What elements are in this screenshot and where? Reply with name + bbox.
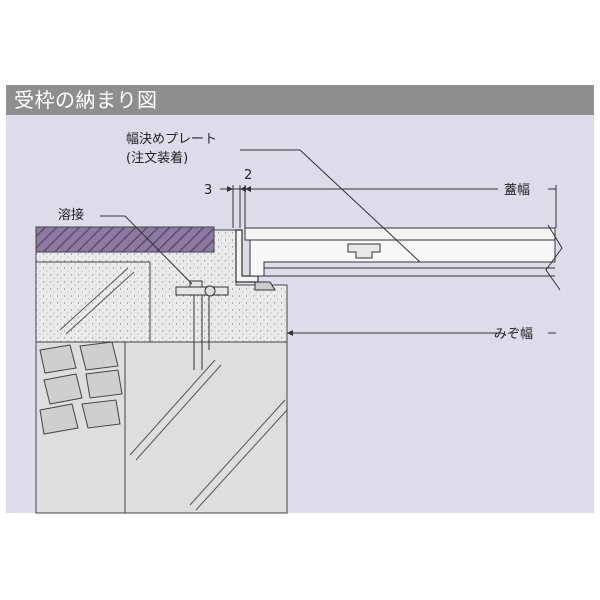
label-width-plate: 幅決めプレート: [126, 132, 217, 147]
label-dim-3: 3: [204, 183, 212, 198]
label-lid-width: 蓋幅: [504, 183, 530, 198]
label-welding: 溶接: [58, 207, 84, 223]
label-groove-width: みぞ幅: [494, 327, 533, 342]
label-dim-2: 2: [244, 168, 252, 183]
lid-body: [245, 239, 556, 277]
title-bar: [6, 85, 594, 115]
label-width-plate-note: (注文装着): [126, 150, 188, 166]
diagram-title: 受枠の納まり図: [14, 88, 158, 112]
anchor-plate: [175, 286, 229, 296]
paving-hatch-band: [35, 226, 215, 253]
lid-top: [244, 227, 556, 241]
width-plate: [347, 243, 381, 259]
